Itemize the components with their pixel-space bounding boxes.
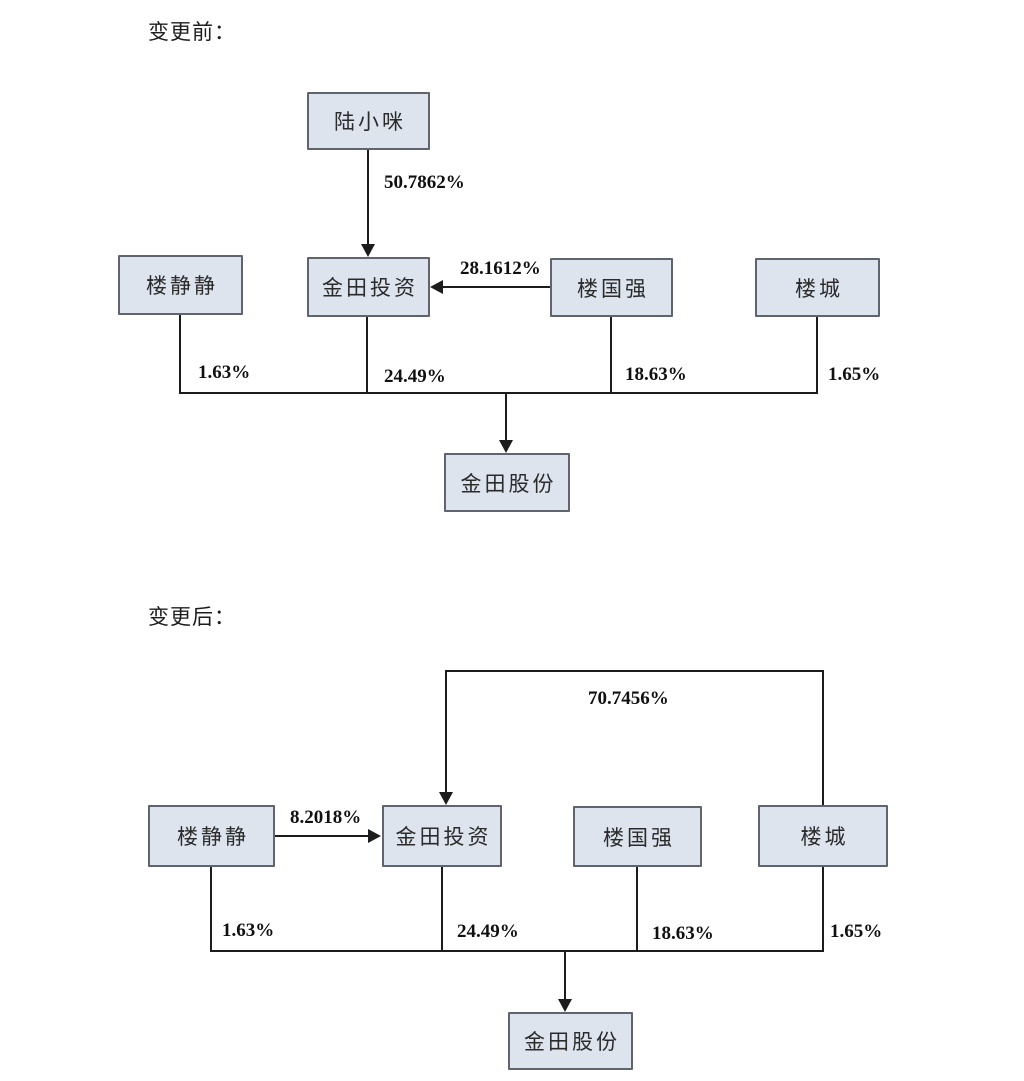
node-lou-cheng-before: 楼城	[755, 258, 880, 317]
edge-bus-to-shares-before	[505, 392, 507, 442]
pct-investment-to-shares-after: 24.49%	[457, 921, 519, 942]
edge-cheng-to-investment-left	[445, 670, 447, 794]
edge-investment-drop-after	[441, 867, 443, 952]
pct-guoqiang-to-shares-before: 18.63%	[625, 364, 687, 385]
node-jintian-shares-before: 金田股份	[444, 453, 570, 512]
pct-lu-to-investment: 50.7862%	[384, 172, 465, 193]
edge-cheng-to-investment-right	[822, 670, 824, 805]
node-lou-cheng-after: 楼城	[758, 805, 888, 867]
arrowhead-left-into-investment	[430, 280, 443, 294]
edge-jingjing-to-investment-line	[275, 835, 370, 837]
node-jintian-shares-after: 金田股份	[508, 1012, 633, 1070]
edge-jingjing-drop-before	[179, 315, 181, 394]
edge-cheng-drop-after	[822, 867, 824, 952]
node-lou-jingjing-before: 楼静静	[118, 255, 243, 315]
node-lou-guoqiang-before: 楼国强	[550, 258, 673, 317]
node-lou-guoqiang-after: 楼国强	[573, 806, 702, 867]
arrowhead-down-into-shares-before	[499, 440, 513, 453]
pct-cheng-to-shares-before: 1.65%	[828, 364, 881, 385]
edge-cheng-to-investment-top	[445, 670, 824, 672]
pct-guoqiang-to-investment: 28.1612%	[460, 258, 541, 279]
edge-guoqiang-to-investment-line	[442, 286, 550, 288]
pct-investment-to-shares-before: 24.49%	[384, 366, 446, 387]
arrowhead-right-into-investment	[368, 829, 381, 843]
node-lu-xiaomi: 陆小咪	[307, 92, 430, 150]
node-lou-jingjing-after: 楼静静	[148, 805, 275, 867]
bus-line-before	[179, 392, 818, 394]
node-jintian-investment-before: 金田投资	[307, 257, 430, 317]
bus-line-after	[210, 950, 824, 952]
pct-cheng-to-shares-after: 1.65%	[830, 921, 883, 942]
pct-jingjing-to-shares-after: 1.63%	[222, 920, 275, 941]
edge-lu-to-investment-line	[367, 150, 369, 245]
after-section-title: 变更后：	[148, 605, 236, 629]
edge-jingjing-drop-after	[210, 867, 212, 952]
edge-bus-to-shares-after	[564, 950, 566, 1001]
pct-jingjing-to-shares-before: 1.63%	[198, 362, 251, 383]
edge-cheng-drop-before	[816, 317, 818, 394]
arrowhead-down-into-investment-after	[439, 792, 453, 805]
before-section-title: 变更前：	[148, 20, 236, 44]
edge-guoqiang-drop-after	[636, 867, 638, 952]
pct-cheng-to-investment: 70.7456%	[588, 688, 669, 709]
arrowhead-down-into-shares-after	[558, 999, 572, 1012]
pct-guoqiang-to-shares-after: 18.63%	[652, 923, 714, 944]
edge-guoqiang-drop-before	[610, 317, 612, 394]
edge-investment-drop-before	[366, 317, 368, 394]
arrowhead-down-into-investment-before	[361, 244, 375, 257]
node-jintian-investment-after: 金田投资	[382, 805, 502, 867]
pct-jingjing-to-investment: 8.2018%	[290, 807, 362, 828]
